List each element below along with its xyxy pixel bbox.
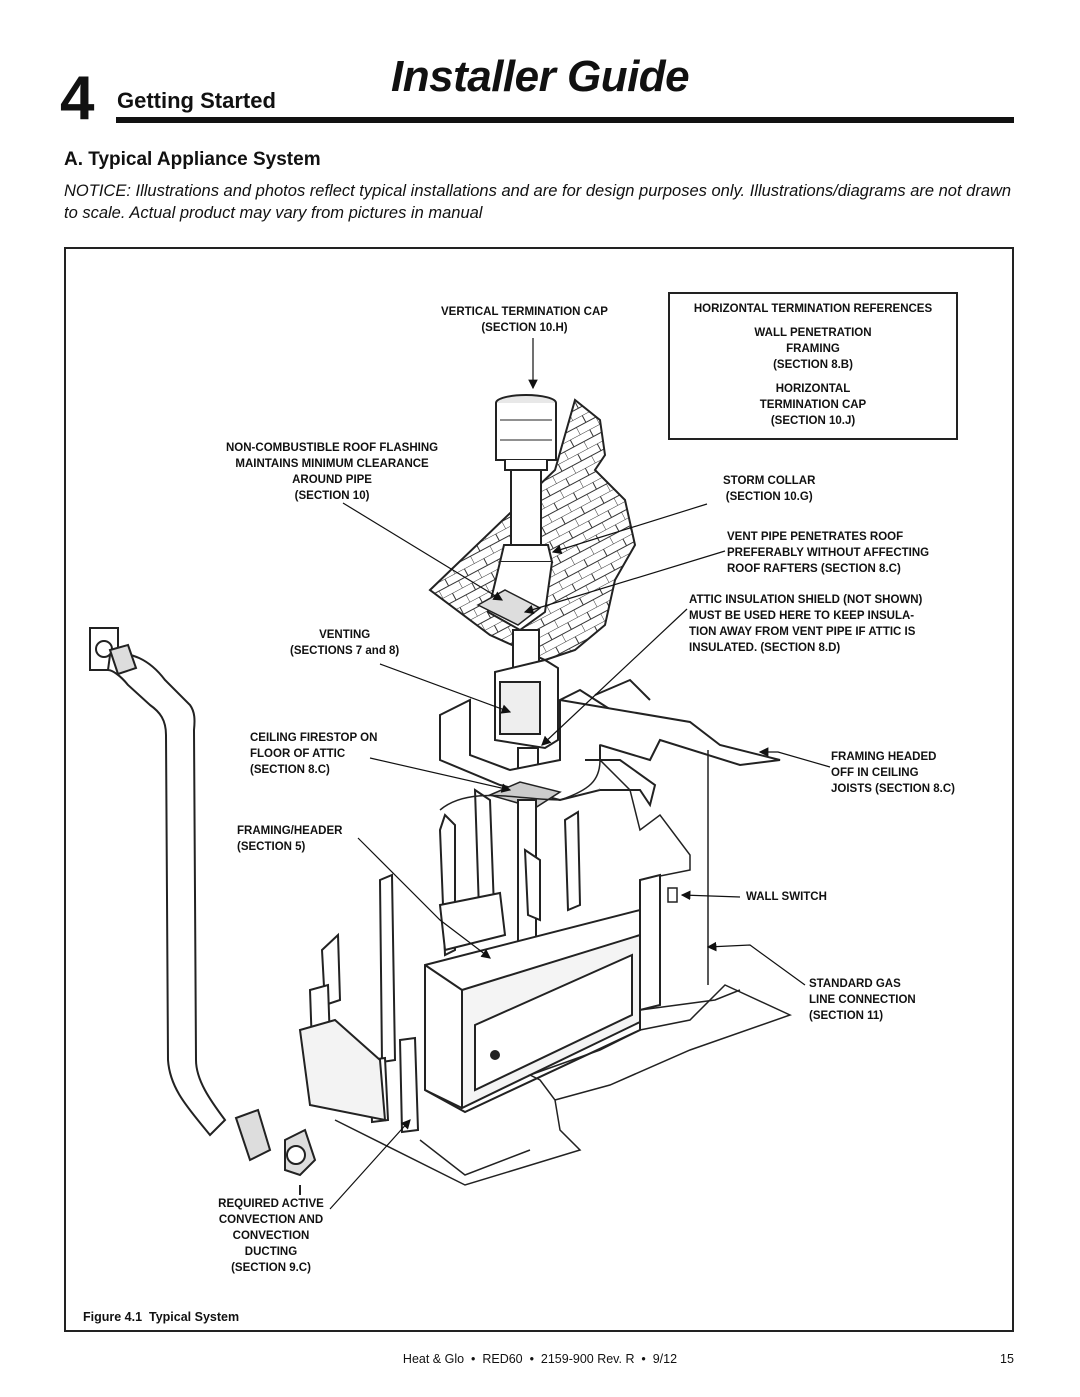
callout-line: WALL SWITCH (746, 891, 827, 903)
notice-label: NOTICE: (64, 182, 131, 200)
callout-line: CEILING FIRESTOP ON (250, 732, 378, 744)
convection-ducting (89, 627, 317, 1195)
callout-line: ROOF RAFTERS (SECTION 8.C) (727, 563, 901, 575)
reference-line: (SECTION 8.B) (773, 359, 853, 371)
callout-wall-switch: WALL SWITCH (746, 889, 827, 905)
wall-framing (298, 788, 582, 1134)
figure-caption: Figure 4.1 Typical System (83, 1310, 239, 1324)
reference-line: HORIZONTAL (775, 383, 851, 395)
wall-switch (667, 887, 678, 903)
callout-gas-line: STANDARD GAS LINE CONNECTION (SECTION 11… (809, 976, 916, 1024)
callout-attic-shield: ATTIC INSULATION SHIELD (NOT SHOWN) MUST… (689, 592, 922, 656)
figure-frame (64, 247, 1014, 1332)
callout-line: AROUND PIPE (292, 474, 372, 486)
page-footer: Heat & Glo • RED60 • 2159-900 Rev. R • 9… (402, 1352, 678, 1366)
callout-framing-headed: FRAMING HEADED OFF IN CEILING JOISTS (SE… (831, 749, 955, 797)
callout-line: DUCTING (244, 1246, 298, 1258)
callout-vertical-cap: VERTICAL TERMINATION CAP (SECTION 10.H) (441, 304, 608, 336)
guide-title: Installer Guide (391, 52, 690, 101)
callout-line: (SECTION 10.G) (725, 491, 813, 503)
callout-line: (SECTION 8.C) (250, 764, 330, 776)
callout-line: NON-COMBUSTIBLE ROOF FLASHING (226, 442, 439, 454)
references-title: HORIZONTAL TERMINATION REFERENCES (693, 303, 933, 315)
reference-line: (SECTION 10.J) (770, 415, 856, 427)
callout-line: LINE CONNECTION (809, 994, 916, 1006)
callout-line: MAINTAINS MINIMUM CLEARANCE (235, 458, 429, 470)
callout-storm-collar: STORM COLLAR (SECTION 10.G) (723, 473, 815, 505)
callout-line: VERTICAL TERMINATION CAP (441, 306, 608, 318)
callout-venting: VENTING (SECTIONS 7 and 8) (290, 627, 399, 659)
references-item-wall-penetration: WALL PENETRATION FRAMING (SECTION 8.B) (670, 325, 956, 373)
reference-line: WALL PENETRATION (754, 327, 872, 339)
wall-outline (439, 758, 741, 1011)
callout-line: (SECTIONS 7 and 8) (290, 645, 400, 657)
callout-line: TION AWAY FROM VENT PIPE IF ATTIC IS (689, 626, 916, 638)
callout-line: CONVECTION AND (218, 1214, 324, 1226)
floor-slab (334, 984, 792, 1186)
callout-framing-header: FRAMING/HEADER (SECTION 5) (237, 823, 342, 855)
callout-line: (SECTION 11) (809, 1010, 884, 1022)
reference-line: FRAMING (786, 343, 840, 355)
callout-line: JOISTS (SECTION 8.C) (831, 783, 955, 795)
reference-line: TERMINATION CAP (759, 399, 867, 411)
horizontal-termination-references-box: HORIZONTAL TERMINATION REFERENCES WALL P… (668, 292, 958, 440)
chapter-number: 4 (60, 64, 95, 133)
callout-convection: REQUIRED ACTIVE CONVECTION AND CONVECTIO… (210, 1196, 332, 1276)
notice-text: Illustrations and photos reflect typical… (64, 182, 1012, 222)
callout-line: (SECTION 9.C) (231, 1262, 311, 1274)
callout-line: REQUIRED ACTIVE (218, 1198, 324, 1210)
vertical-termination-cap (495, 394, 557, 471)
callout-line: OFF IN CEILING (831, 767, 919, 779)
notice-paragraph: NOTICE: Illustrations and photos reflect… (64, 180, 1024, 224)
callout-line: FRAMING/HEADER (237, 825, 343, 837)
page-number: 15 (1000, 1352, 1014, 1366)
callout-line: VENTING (319, 629, 371, 641)
callout-vent-pipe: VENT PIPE PENETRATES ROOF PREFERABLY WIT… (727, 529, 929, 577)
callout-line: FLOOR OF ATTIC (250, 748, 346, 760)
callout-line: (SECTION 10) (294, 490, 370, 502)
section-heading: A. Typical Appliance System (64, 149, 321, 170)
callout-line: ATTIC INSULATION SHIELD (NOT SHOWN) (689, 594, 923, 606)
callout-ceiling-firestop: CEILING FIRESTOP ON FLOOR OF ATTIC (SECT… (250, 730, 377, 778)
callout-roof-flashing: NON-COMBUSTIBLE ROOF FLASHING MAINTAINS … (226, 440, 438, 504)
header-rule (116, 117, 1014, 123)
callout-leaders (329, 338, 831, 1210)
figure-caption-label: Figure 4.1 (83, 1310, 143, 1324)
chapter-title: Getting Started (117, 88, 276, 113)
figure-caption-text: Typical System (149, 1310, 240, 1324)
callout-line: (SECTION 5) (237, 841, 306, 853)
fireplace-unit (424, 873, 661, 1114)
callout-line: MUST BE USED HERE TO KEEP INSULA- (689, 610, 915, 622)
callout-line: CONVECTION (232, 1230, 310, 1242)
callout-line: PREFERABLY WITHOUT AFFECTING (727, 547, 930, 559)
callout-line: VENT PIPE PENETRATES ROOF (727, 531, 904, 543)
callout-line: INSULATED. (SECTION 8.D) (689, 642, 841, 654)
callout-line: (SECTION 10.H) (481, 322, 568, 334)
callout-line: FRAMING HEADED (831, 751, 937, 763)
callout-line: STANDARD GAS (809, 978, 901, 990)
callout-line: STORM COLLAR (723, 475, 816, 487)
references-item-termination-cap: HORIZONTAL TERMINATION CAP (SECTION 10.J… (670, 381, 956, 429)
